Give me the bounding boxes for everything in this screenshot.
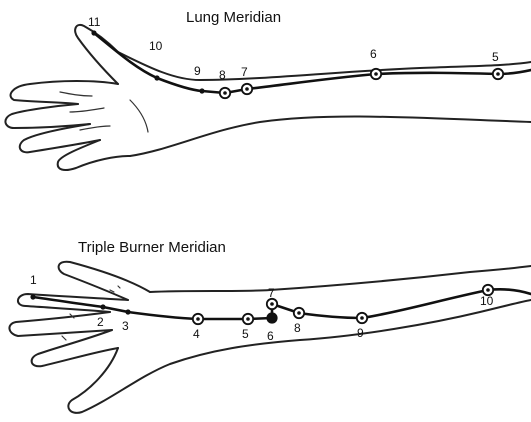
tb-point-3: 3	[122, 309, 131, 333]
lung-point-8: 8	[219, 68, 230, 98]
tb-point-7-label: 7	[268, 286, 275, 300]
tb-point-4: 4	[193, 314, 203, 341]
tb-point-8: 8	[294, 308, 304, 335]
lung-point-7-label: 7	[241, 65, 248, 79]
lung-point-8-label: 8	[219, 68, 226, 82]
lung-arm-illustration	[5, 25, 531, 170]
tb-point-10: 10	[480, 285, 494, 308]
tb-point-9: 9	[357, 313, 367, 340]
lung-point-6: 6	[370, 47, 381, 79]
triple-burner-title: Triple Burner Meridian	[78, 239, 226, 256]
lung-title: Lung Meridian	[186, 9, 281, 26]
tb-point-2-label: 2	[97, 315, 104, 329]
tb-point-1-label: 1	[30, 273, 37, 287]
lung-point-6-label: 6	[370, 47, 377, 61]
lung-point-9-label: 9	[194, 64, 201, 78]
lung-point-5-label: 5	[492, 50, 499, 64]
tb-point-3-label: 3	[122, 319, 129, 333]
tb-point-5: 5	[242, 314, 253, 341]
tb-point-9-label: 9	[357, 326, 364, 340]
tb-point-6: 6	[266, 312, 277, 343]
tb-point-10-label: 10	[480, 294, 494, 308]
tb-point-5-label: 5	[242, 327, 249, 341]
lung-point-11-label: 11	[88, 15, 101, 29]
tb-point-4-label: 4	[193, 327, 200, 341]
lung-acupoints: 11 10 9 8 7 6 5	[88, 15, 503, 98]
tb-point-8-label: 8	[294, 321, 301, 335]
tb-point-1: 1	[30, 273, 37, 300]
lung-point-11: 11	[88, 15, 101, 36]
triple-burner-meridian-line	[33, 289, 531, 319]
tb-point-2: 2	[97, 304, 106, 329]
triple-burner-acupoints: 1 2 3 4 5 6 7	[30, 273, 494, 343]
tb-point-6-label: 6	[267, 329, 274, 343]
lung-point-10-label: 10	[149, 39, 163, 53]
